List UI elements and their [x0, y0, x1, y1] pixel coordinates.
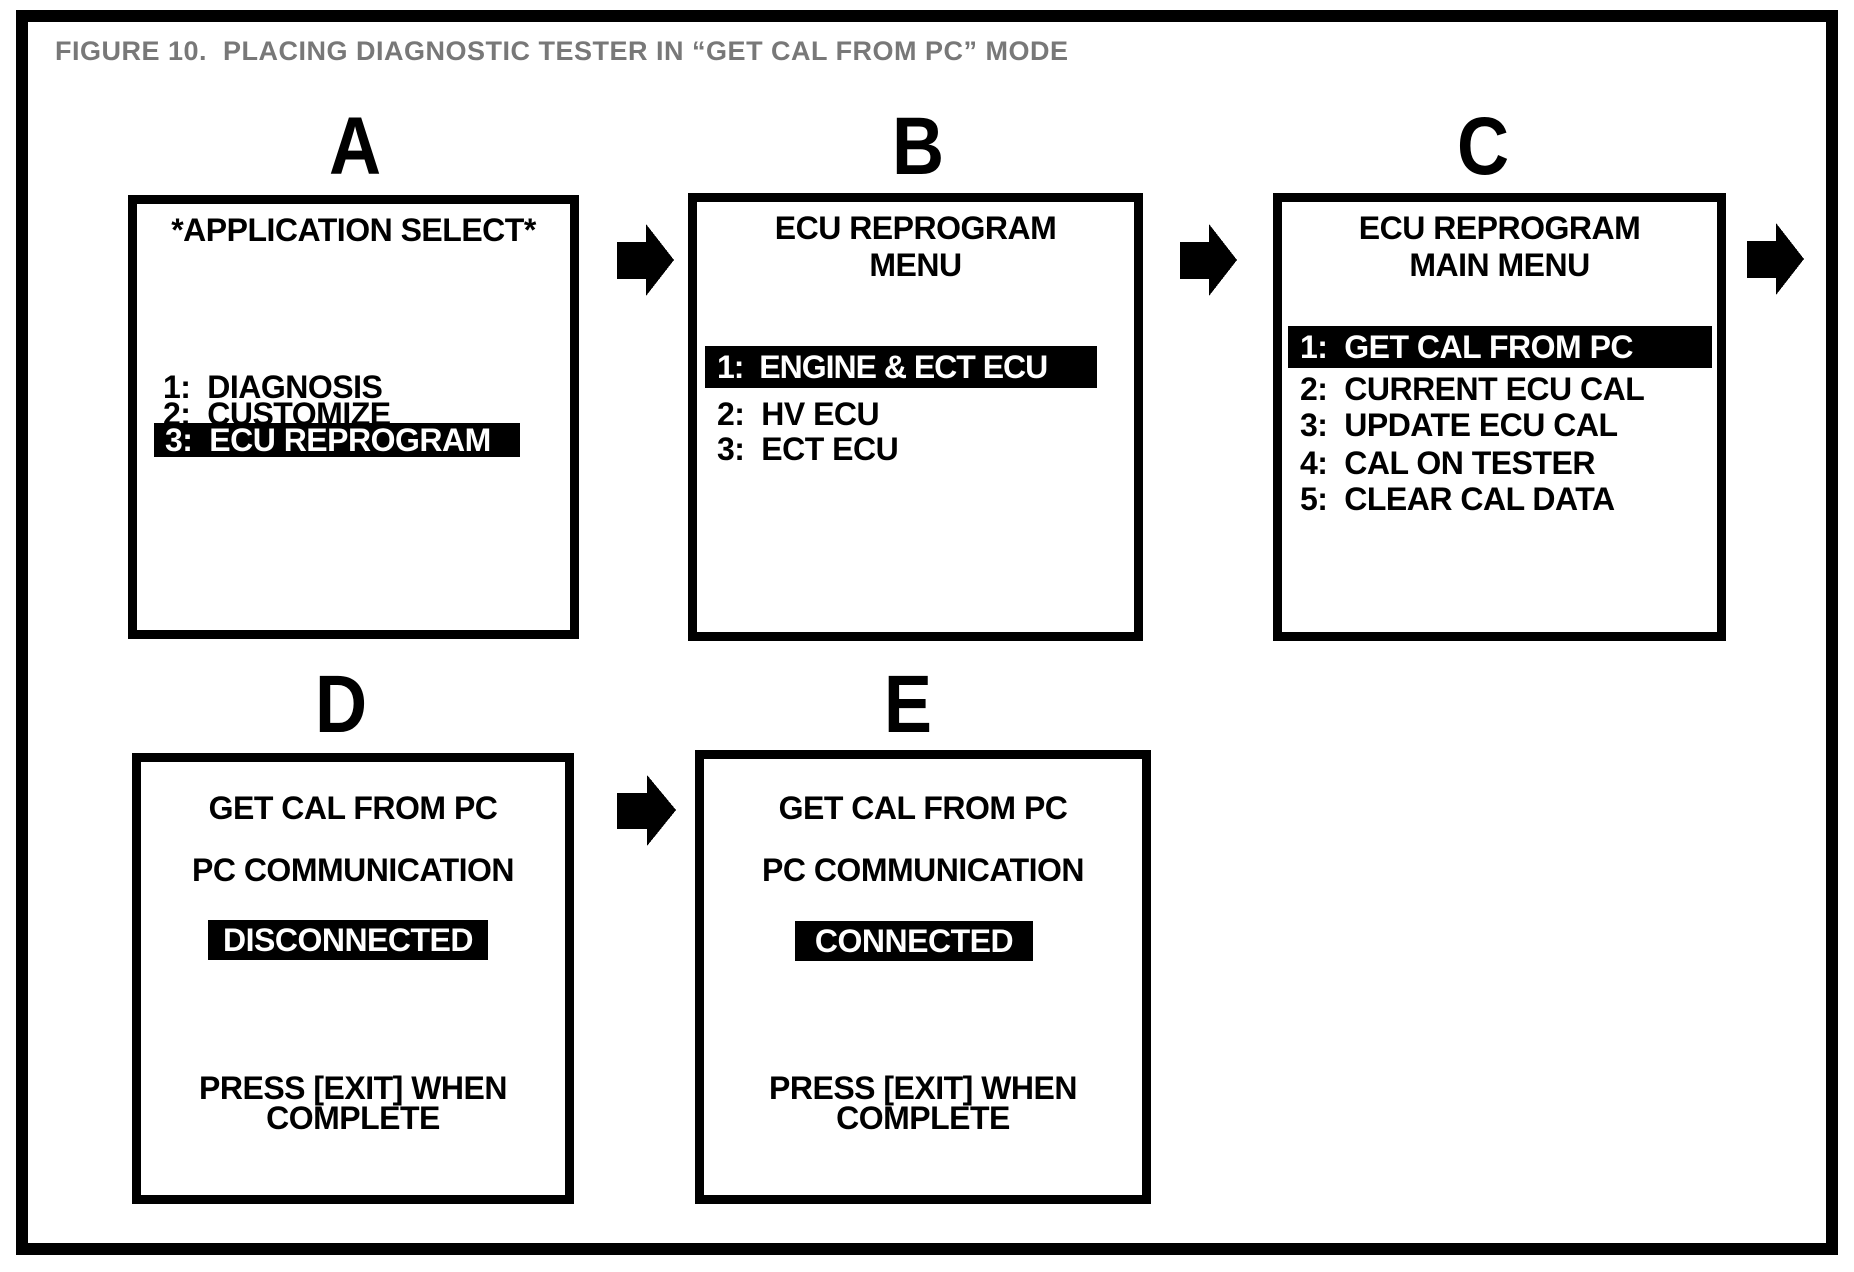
arrow-right-icon: [617, 775, 676, 846]
screen-b-ecu-reprogram-menu: ECU REPROGRAM MENU 1: ENGINE & ECT ECU 2…: [688, 193, 1143, 641]
pc-communication-label: PC COMMUNICATION: [191, 852, 515, 888]
screen-title: GET CAL FROM PC: [208, 790, 498, 826]
menu-item-current-ecu-cal: 2: CURRENT ECU CAL: [1300, 371, 1645, 407]
screen-label-c: C: [1456, 101, 1510, 192]
screen-label-d: D: [314, 659, 368, 750]
pc-communication-label: PC COMMUNICATION: [761, 852, 1085, 888]
screen-title: GET CAL FROM PC: [778, 790, 1068, 826]
menu-item-clear-cal-data: 5: CLEAR CAL DATA: [1300, 481, 1615, 517]
menu-item-cal-on-tester: 4: CAL ON TESTER: [1300, 445, 1595, 481]
menu-item-engine-ect-ecu-selected: 1: ENGINE & ECT ECU: [705, 346, 1097, 388]
menu-item-update-ecu-cal: 3: UPDATE ECU CAL: [1300, 407, 1618, 443]
press-exit-line2: COMPLETE: [266, 1100, 440, 1136]
arrow-right-icon: [1747, 223, 1804, 295]
menu-item-ect-ecu: 3: ECT ECU: [717, 431, 899, 467]
screen-title-line2: MENU: [869, 247, 962, 283]
arrow-right-icon: [617, 224, 674, 296]
screen-title-line1: ECU REPROGRAM: [774, 210, 1057, 246]
press-exit-line2: COMPLETE: [836, 1100, 1010, 1136]
status-badge-disconnected: DISCONNECTED: [208, 920, 488, 960]
menu-item-hv-ecu: 2: HV ECU: [717, 396, 880, 432]
menu-item-diagnosis: 1: DIAGNOSIS: [163, 369, 383, 405]
screen-title: *APPLICATION SELECT*: [171, 212, 536, 248]
menu-item-ecu-reprogram-selected: 3: ECU REPROGRAM: [154, 423, 520, 457]
screen-label-b: B: [891, 101, 945, 192]
press-exit-line1: PRESS [EXIT] WHEN: [199, 1070, 507, 1106]
screen-a-application-select: *APPLICATION SELECT* 1: DIAGNOSIS 2: CUS…: [128, 195, 579, 639]
status-badge-connected: CONNECTED: [795, 921, 1033, 961]
screen-d-pc-comm-disconnected: GET CAL FROM PC PC COMMUNICATION DISCONN…: [132, 753, 574, 1204]
screen-e-pc-comm-connected: GET CAL FROM PC PC COMMUNICATION CONNECT…: [695, 750, 1151, 1204]
figure-title: FIGURE 10. PLACING DIAGNOSTIC TESTER IN …: [55, 36, 1069, 66]
arrow-right-icon: [1180, 224, 1237, 296]
menu-item-get-cal-from-pc-selected: 1: GET CAL FROM PC: [1288, 326, 1712, 368]
screen-title-line2: MAIN MENU: [1409, 247, 1590, 283]
press-exit-line1: PRESS [EXIT] WHEN: [769, 1070, 1077, 1106]
screen-label-a: A: [328, 101, 382, 192]
screen-c-ecu-reprogram-main-menu: ECU REPROGRAM MAIN MENU 1: GET CAL FROM …: [1273, 193, 1726, 641]
screen-title-line1: ECU REPROGRAM: [1358, 210, 1641, 246]
screen-label-e: E: [883, 659, 933, 750]
